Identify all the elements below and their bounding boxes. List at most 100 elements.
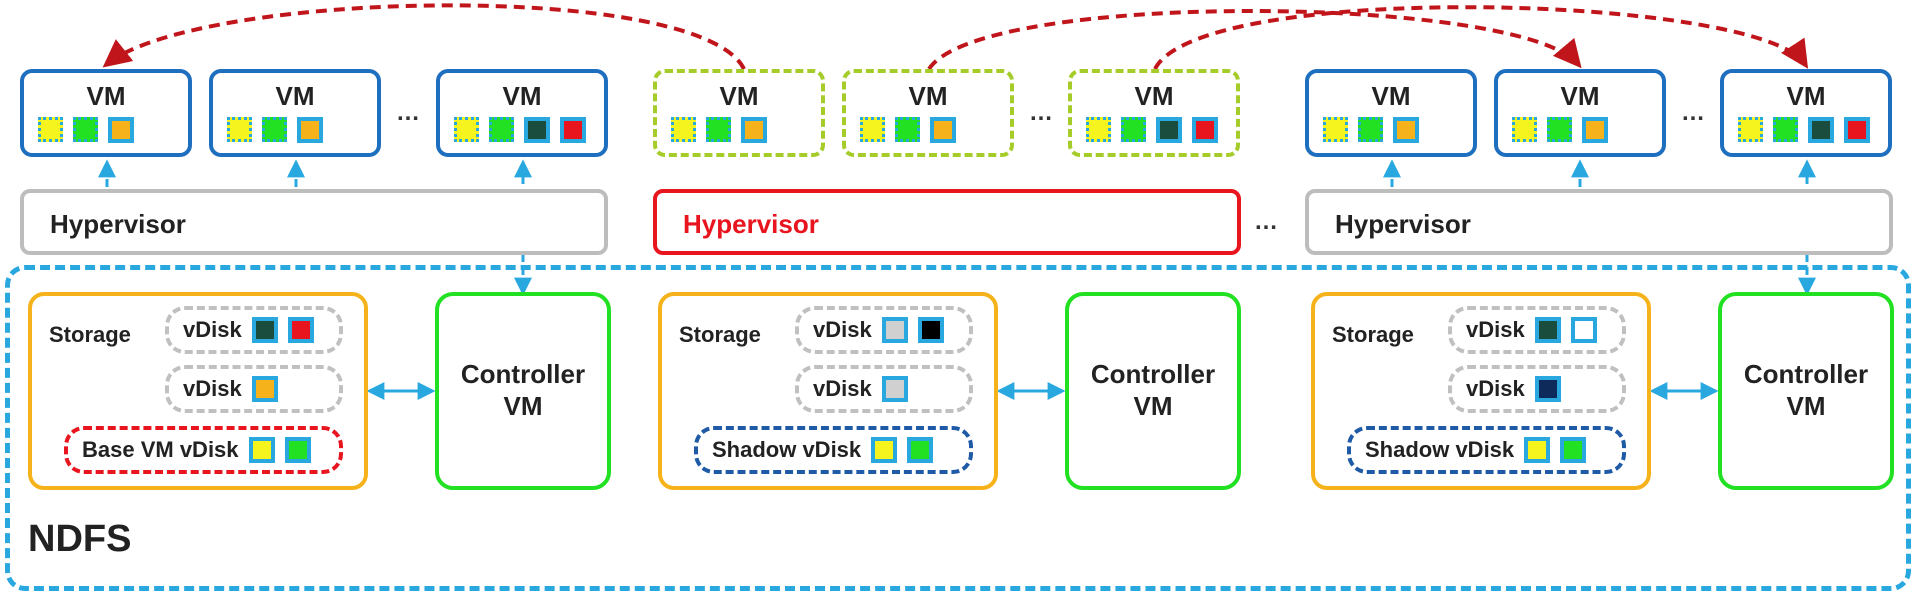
vdisk-label: vDisk (183, 317, 242, 342)
vm-label: VM (1786, 81, 1826, 111)
disk-block-red (560, 117, 586, 143)
disk-block-darkgreen (1808, 117, 1834, 143)
disk-block-green (1121, 117, 1146, 142)
disk-block-green (284, 437, 311, 463)
disk-block-orange (1582, 117, 1608, 143)
hypervisor-label: Hypervisor (50, 209, 186, 239)
vm-label: VM (502, 81, 542, 111)
vm-ellipsis-host2: … (1029, 99, 1053, 126)
vm-host2-a: VM (653, 69, 825, 157)
vdisk-1: vDisk (165, 306, 343, 354)
storage-label: Storage (1332, 322, 1414, 347)
hypervisor-host2-failed: Hypervisor (653, 189, 1241, 255)
hypervisor-ellipsis: … (1254, 208, 1278, 235)
vm-label: VM (1371, 81, 1411, 111)
disk-block-yellow (1524, 437, 1551, 463)
disk-block-red (287, 317, 314, 343)
vdisk-1: vDisk (795, 306, 973, 354)
disk-block-green (706, 117, 731, 142)
disk-block-orange (108, 117, 134, 143)
controller-vm-host3: Controller VM (1718, 292, 1894, 490)
controller-line2: VM (1133, 391, 1173, 421)
vdisk-label: vDisk (813, 376, 872, 401)
vm-label: VM (908, 81, 948, 111)
disk-block-yellow (1086, 117, 1111, 142)
vdisk-2: vDisk (1448, 365, 1626, 413)
migration-arrow-1 (102, 3, 746, 70)
disk-block-red (1192, 117, 1218, 143)
vm-label: VM (275, 81, 315, 111)
base-vm-vdisk: Base VM vDisk (64, 426, 343, 474)
migration-arrow-2 (927, 9, 1582, 71)
ndfs-label: NDFS (28, 518, 132, 560)
shadow-vdisk: Shadow vDisk (1347, 426, 1626, 474)
controller-label: Controller VM (1722, 358, 1890, 422)
vm-host1-a: VM (20, 69, 192, 157)
disk-block-green (1560, 437, 1587, 463)
disk-block-darkgreen (1156, 117, 1182, 143)
hypervisor-label: Hypervisor (1335, 209, 1471, 239)
vm-label: VM (86, 81, 126, 111)
vm-host1-c: VM (436, 69, 608, 157)
vm-ellipsis-host3: … (1681, 99, 1705, 126)
disk-block-green (73, 117, 98, 142)
storage-label: Storage (679, 322, 761, 347)
disk-block-lightgray (881, 376, 908, 402)
base-vdisk-label: Base VM vDisk (82, 437, 239, 462)
vdisk-label: vDisk (1466, 376, 1525, 401)
vm-label: VM (1560, 81, 1600, 111)
disk-block-orange (741, 117, 767, 143)
hypervisor-host1: Hypervisor (20, 189, 608, 255)
controller-line2: VM (1786, 391, 1826, 421)
controller-label: Controller VM (1069, 358, 1237, 422)
disk-block-yellow (454, 117, 479, 142)
disk-block-darkgreen (251, 317, 278, 343)
ndfs-container (5, 265, 1911, 591)
disk-block-yellow (871, 437, 898, 463)
disk-block-yellow (248, 437, 275, 463)
shadow-vdisk-label: Shadow vDisk (1365, 437, 1515, 462)
disk-block-yellow (38, 117, 63, 142)
disk-block-navy (1534, 376, 1561, 402)
disk-block-darkgreen (524, 117, 550, 143)
controller-vm-host1: Controller VM (435, 292, 611, 490)
disk-block-orange (297, 117, 323, 143)
controller-vm-host2: Controller VM (1065, 292, 1241, 490)
controller-line1: Controller (1090, 359, 1216, 389)
vdisk-label: vDisk (183, 376, 242, 401)
hypervisor-label: Hypervisor (683, 209, 819, 239)
shadow-vdisk-label: Shadow vDisk (712, 437, 862, 462)
disk-block-yellow (860, 117, 885, 142)
vdisk-label: vDisk (1466, 317, 1525, 342)
disk-block-green (907, 437, 934, 463)
vm-host3-a: VM (1305, 69, 1477, 157)
disk-block-orange (251, 376, 278, 402)
disk-block-green (262, 117, 287, 142)
disk-block-green (489, 117, 514, 142)
storage-host1: Storage vDisk vDisk Base VM vDisk (28, 292, 368, 490)
shadow-vdisk: Shadow vDisk (694, 426, 973, 474)
disk-block-green (895, 117, 920, 142)
disk-block-black (917, 317, 944, 343)
vm-label: VM (719, 81, 759, 111)
disk-block-green (1547, 117, 1572, 142)
disk-block-darkgreen (1534, 317, 1561, 343)
vm-ellipsis-host1: … (396, 99, 420, 126)
vdisk-2: vDisk (165, 365, 343, 413)
vm-host2-c: VM (1068, 69, 1240, 157)
storage-host3: Storage vDisk vDisk Shadow vDisk (1311, 292, 1651, 490)
disk-block-yellow (671, 117, 696, 142)
controller-line1: Controller (460, 359, 586, 389)
disk-block-green (1358, 117, 1383, 142)
disk-block-lightgray (881, 317, 908, 343)
disk-block-yellow (1738, 117, 1763, 142)
controller-label: Controller VM (439, 358, 607, 422)
storage-label: Storage (49, 322, 131, 347)
vm-label: VM (1134, 81, 1174, 111)
vdisk-2: vDisk (795, 365, 973, 413)
disk-block-red (1844, 117, 1870, 143)
disk-block-orange (1393, 117, 1419, 143)
disk-block-yellow (1323, 117, 1348, 142)
vdisk-1: vDisk (1448, 306, 1626, 354)
controller-line1: Controller (1743, 359, 1869, 389)
